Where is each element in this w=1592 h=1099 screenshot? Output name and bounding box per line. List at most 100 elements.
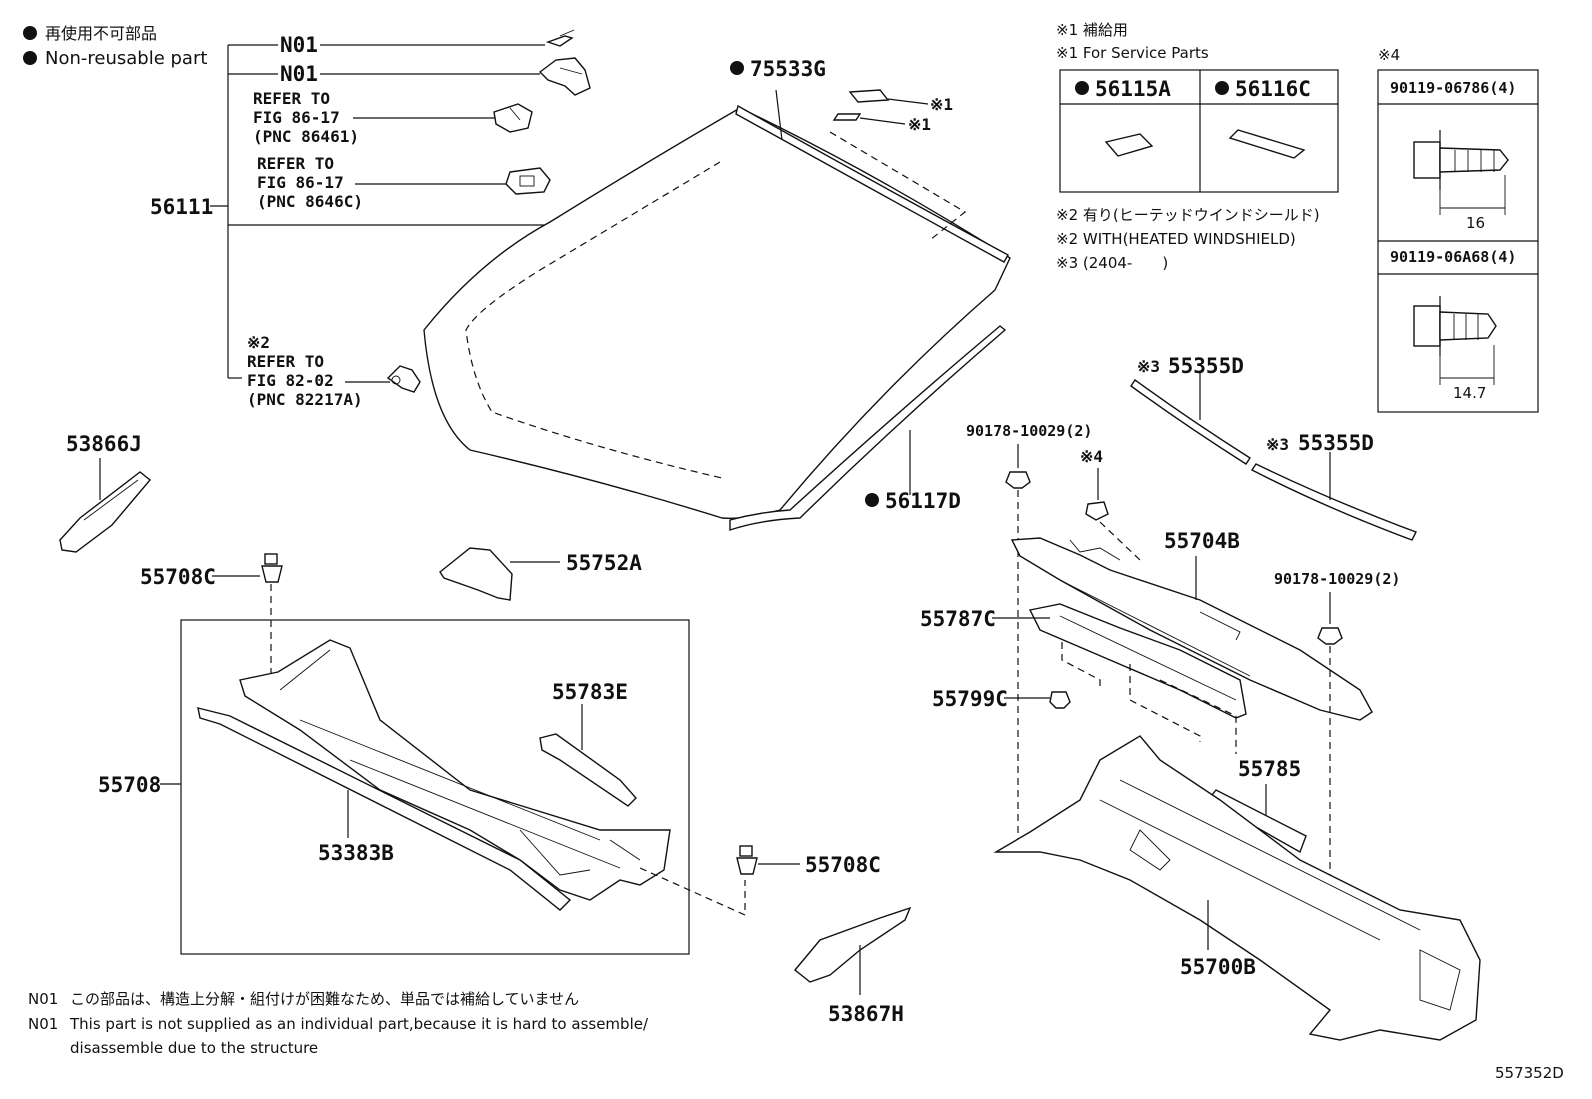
spacer-56115A: [1104, 133, 1154, 157]
bolt-box: 90119-06786(4) 90119-06A68(4) 16: [1377, 69, 1539, 413]
bracket-55783E: [539, 733, 637, 807]
part-label-53867H[interactable]: 53867H: [828, 1002, 904, 1026]
part-label-55708C-a[interactable]: 55708C: [140, 565, 216, 589]
footnote-jp-code: N01: [28, 990, 58, 1008]
part-label-56117D[interactable]: 56117D: [885, 489, 961, 513]
bolt-dim-top: 16: [1466, 214, 1485, 232]
harness-82217A: [386, 365, 421, 393]
legend: 再使用不可部品 Non-reusable part: [23, 24, 207, 69]
sensor-86461: [493, 103, 533, 133]
seal-53383B: [197, 707, 572, 911]
nonreuse-bullet-icon: [1075, 81, 1089, 95]
part-label-75533G[interactable]: 75533G: [750, 57, 826, 81]
service-notes: ※1 補給用 ※1 For Service Parts ※2 有り(ヒーテッドウ…: [1056, 21, 1400, 272]
cowl-top-55704B: [1010, 537, 1373, 721]
note2-jp: ※2 有り(ヒーテッドウインドシールド): [1056, 206, 1320, 224]
cowl-panel-55700B: [993, 735, 1481, 1041]
footnote-en-code: N01: [28, 1015, 58, 1033]
bolt-label-bottom[interactable]: 90119-06A68(4): [1390, 248, 1516, 266]
part-label-56116C[interactable]: 56116C: [1235, 77, 1311, 101]
part-label-55708[interactable]: 55708: [98, 773, 161, 797]
part-label-56111[interactable]: 56111: [150, 195, 213, 219]
spacer-b: [832, 113, 862, 121]
part-label-55752A[interactable]: 55752A: [566, 551, 642, 575]
bolt-mark4: [1085, 501, 1109, 521]
ref3-line3: (PNC 82217A): [247, 390, 363, 409]
part-label-55708C-b[interactable]: 55708C: [805, 853, 881, 877]
bolt-dim-bottom: 14.7: [1453, 384, 1486, 402]
ref3-mark: ※2: [247, 333, 270, 352]
molding-lower: [729, 325, 1007, 531]
mark4-bolt: ※4: [1080, 447, 1103, 466]
n01-label-a: N01: [280, 33, 318, 57]
part-label-90178-a[interactable]: 90178-10029(2): [966, 422, 1092, 440]
part-label-55799C[interactable]: 55799C: [932, 687, 1008, 711]
bracket-55787C: [1028, 603, 1247, 719]
clip-55708C-b: [736, 845, 758, 875]
bullet-icon: [23, 51, 37, 65]
part-label-55785[interactable]: 55785: [1238, 757, 1301, 781]
clip-55799C: [1049, 691, 1071, 709]
part-label-90178-b[interactable]: 90178-10029(2): [1274, 570, 1400, 588]
part-label-55700B[interactable]: 55700B: [1180, 955, 1256, 979]
mark1-a: ※1: [930, 95, 953, 114]
heated-zone: [465, 161, 723, 479]
bracket-56111: 56111 N01 N01 REFER TO FIG 86-17 (PNC 86…: [150, 33, 560, 409]
part-label-53383B[interactable]: 53383B: [318, 841, 394, 865]
bullet-icon: [23, 26, 37, 40]
nut-90178-b: [1317, 627, 1343, 645]
cover-53867H: [794, 906, 912, 983]
ref3-line2: FIG 82-02: [247, 371, 334, 390]
seal-55785: [1206, 789, 1307, 854]
part-label-55355D-a[interactable]: 55355D: [1168, 354, 1244, 378]
nonreuse-bullet-icon: [865, 493, 879, 507]
sensor-8646C: [505, 167, 551, 195]
mark3-a: ※3: [1137, 357, 1160, 376]
note1-en: ※1 For Service Parts: [1056, 44, 1209, 62]
small-clip-n01a: [545, 29, 575, 47]
cover-53866J: [59, 471, 151, 553]
ref1-line1: REFER TO: [253, 89, 330, 108]
ref2-line1: REFER TO: [257, 154, 334, 173]
molding-75533G: [735, 89, 1009, 263]
nonreuse-bullet-icon: [730, 61, 744, 75]
part-label-55704B[interactable]: 55704B: [1164, 529, 1240, 553]
bracket-55752A: [439, 547, 513, 601]
bolt-label-top[interactable]: 90119-06786(4): [1390, 79, 1516, 97]
mark3-b: ※3: [1266, 435, 1289, 454]
footnote-en-text-2: disassemble due to the structure: [70, 1039, 318, 1057]
mark1-b: ※1: [908, 115, 931, 134]
legend-jp: 再使用不可部品: [45, 24, 157, 43]
ref1-line2: FIG 86-17: [253, 108, 340, 127]
figure-id: 557352D: [1495, 1064, 1564, 1082]
seal-55355D-b: [1250, 463, 1417, 541]
windshield-outline: [423, 107, 1011, 520]
spacer-a: [848, 89, 890, 103]
ref2-line2: FIG 86-17: [257, 173, 344, 192]
footnote-jp-text: この部品は、構造上分解・組付けが困難なため、単品では補給していません: [70, 990, 579, 1008]
spacer-56116C: [1228, 129, 1306, 159]
legend-en: Non-reusable part: [45, 48, 207, 69]
seal-55355D-a: [1130, 379, 1251, 465]
bracket-n01b: [538, 57, 591, 96]
bolt-bottom-icon: [1413, 296, 1497, 385]
clip-55708C-a: [261, 553, 283, 583]
nut-90178-a: [1005, 471, 1031, 489]
n01-label-b: N01: [280, 62, 318, 86]
note1-jp: ※1 補給用: [1056, 21, 1128, 39]
ref1-line3: (PNC 86461): [253, 127, 359, 146]
part-label-55355D-b[interactable]: 55355D: [1298, 431, 1374, 455]
part-label-56115A[interactable]: 56115A: [1095, 77, 1171, 101]
windshield-glass: [423, 107, 1011, 531]
part-label-55783E[interactable]: 55783E: [552, 680, 628, 704]
note4: ※4: [1378, 46, 1400, 64]
ref2-line3: (PNC 8646C): [257, 192, 363, 211]
note3: ※3 (2404- ): [1056, 254, 1168, 272]
part-label-55787C[interactable]: 55787C: [920, 607, 996, 631]
nonreuse-bullet-icon: [1215, 81, 1229, 95]
bolt-top-icon: [1413, 130, 1509, 215]
part-label-53866J[interactable]: 53866J: [66, 432, 142, 456]
note2-en: ※2 WITH(HEATED WINDSHIELD): [1056, 230, 1296, 248]
